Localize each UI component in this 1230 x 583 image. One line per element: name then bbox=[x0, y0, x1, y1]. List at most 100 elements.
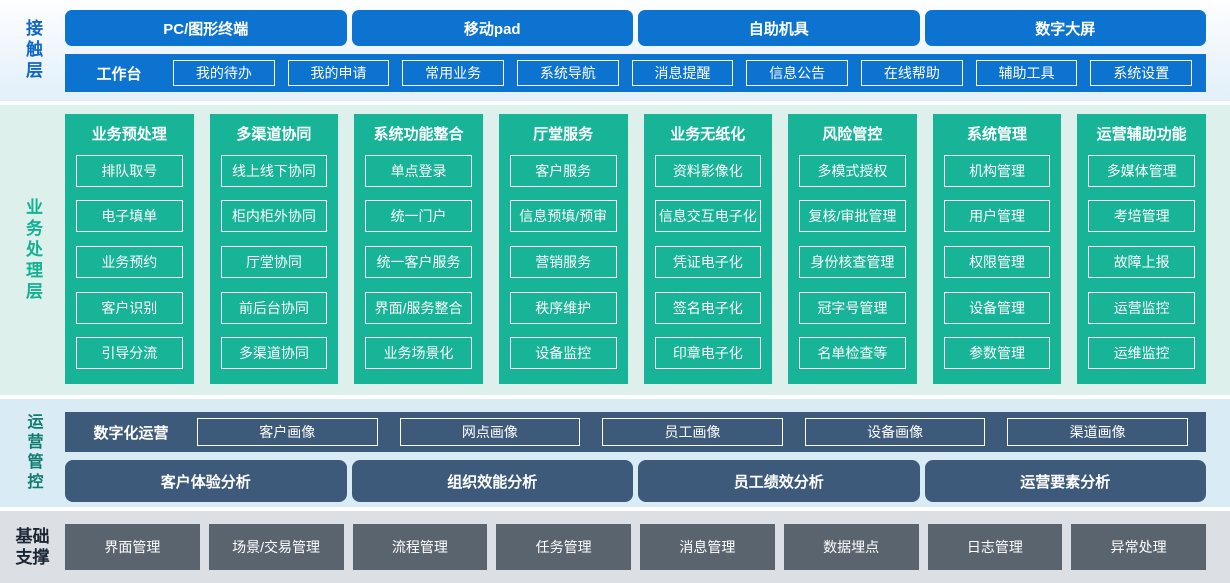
operations-band: 运营管控 数字化运营 客户画像 网点画像 员工画像 设备画像 渠道画像 客户体验… bbox=[0, 399, 1230, 507]
column-title: 多渠道协同 bbox=[236, 125, 312, 143]
ops-item-channel-portrait[interactable]: 渠道画像 bbox=[1007, 418, 1188, 446]
item-front-back-collab[interactable]: 前后台协同 bbox=[220, 291, 328, 324]
item-electronic-info-exchange[interactable]: 信息交互电子化 bbox=[654, 200, 762, 233]
foundation-label-area: 基础支撑 bbox=[0, 511, 65, 583]
analysis-org-effectiveness[interactable]: 组织效能分析 bbox=[351, 460, 633, 502]
item-document-imaging[interactable]: 资料影像化 bbox=[654, 154, 762, 187]
column-hall-service: 厅堂服务 客户服务 信息预填/预审 营销服务 秩序维护 设备监控 bbox=[498, 114, 628, 384]
column-title: 运营辅助功能 bbox=[1096, 125, 1187, 143]
item-serial-number-mgmt[interactable]: 冠字号管理 bbox=[799, 291, 906, 324]
foundation-message-mgmt[interactable]: 消息管理 bbox=[640, 524, 775, 570]
foundation-log-mgmt[interactable]: 日志管理 bbox=[927, 524, 1063, 570]
item-unified-portal[interactable]: 统一门户 bbox=[365, 200, 472, 233]
channel-digital-screen[interactable]: 数字大屏 bbox=[924, 10, 1206, 46]
item-device-monitoring[interactable]: 设备监控 bbox=[509, 337, 617, 370]
item-electronic-seal[interactable]: 印章电子化 bbox=[654, 337, 762, 370]
ops-item-device-portrait[interactable]: 设备画像 bbox=[804, 418, 986, 446]
item-customer-id[interactable]: 客户识别 bbox=[76, 291, 183, 324]
item-online-offline-collab[interactable]: 线上线下协同 bbox=[220, 154, 328, 187]
foundation-exception-handling[interactable]: 异常处理 bbox=[1071, 524, 1206, 570]
item-user-mgmt[interactable]: 用户管理 bbox=[943, 200, 1051, 233]
item-queue-ticket[interactable]: 排队取号 bbox=[76, 154, 183, 187]
business-layer-band: 业务处理层 业务预处理 排队取号 电子填单 业务预约 客户识别 引导分流 多渠道… bbox=[0, 105, 1230, 395]
contact-layer-label-area: 接触层 bbox=[0, 0, 65, 101]
workbench-item-common-business[interactable]: 常用业务 bbox=[402, 60, 505, 86]
analysis-operation-elements[interactable]: 运营要素分析 bbox=[924, 460, 1206, 502]
column-title: 系统功能整合 bbox=[373, 125, 464, 143]
item-org-mgmt[interactable]: 机构管理 bbox=[943, 154, 1051, 187]
item-multimedia-mgmt[interactable]: 多媒体管理 bbox=[1088, 154, 1195, 187]
business-layer-label-area: 业务处理层 bbox=[0, 105, 65, 395]
channel-mobile-pad[interactable]: 移动pad bbox=[351, 10, 633, 46]
foundation-process-mgmt[interactable]: 流程管理 bbox=[352, 524, 488, 570]
item-appointment[interactable]: 业务预约 bbox=[76, 245, 183, 279]
workbench-item-aux-tools[interactable]: 辅助工具 bbox=[975, 60, 1078, 86]
column-risk-control: 风险管控 多模式授权 复核/审批管理 身份核查管理 冠字号管理 名单检查等 bbox=[788, 114, 917, 384]
item-counter-collab[interactable]: 柜内柜外协同 bbox=[220, 200, 328, 233]
workbench-item-announcements[interactable]: 信息公告 bbox=[746, 60, 849, 86]
item-training-mgmt[interactable]: 考培管理 bbox=[1088, 200, 1195, 233]
business-columns: 业务预处理 排队取号 电子填单 业务预约 客户识别 引导分流 多渠道协同 线上线… bbox=[65, 105, 1206, 395]
foundation-ui-mgmt[interactable]: 界面管理 bbox=[65, 524, 200, 570]
item-e-form[interactable]: 电子填单 bbox=[76, 200, 183, 233]
foundation-data-tracking[interactable]: 数据埋点 bbox=[783, 524, 919, 570]
item-guided-diversion[interactable]: 引导分流 bbox=[76, 337, 183, 370]
column-multichannel-collab: 多渠道协同 线上线下协同 柜内柜外协同 厅堂协同 前后台协同 多渠道协同 bbox=[209, 114, 339, 384]
digital-ops-bar: 数字化运营 客户画像 网点画像 员工画像 设备画像 渠道画像 bbox=[65, 412, 1206, 452]
ops-item-branch-portrait[interactable]: 网点画像 bbox=[399, 418, 581, 446]
digital-ops-items: 客户画像 网点画像 员工画像 设备画像 渠道画像 bbox=[197, 418, 1188, 446]
foundation-band: 基础支撑 界面管理 场景/交易管理 流程管理 任务管理 消息管理 数据埋点 日志… bbox=[0, 511, 1230, 583]
item-fault-reporting[interactable]: 故障上报 bbox=[1088, 245, 1195, 279]
item-electronic-signature[interactable]: 签名电子化 bbox=[654, 291, 762, 324]
foundation-task-mgmt[interactable]: 任务管理 bbox=[496, 524, 631, 570]
item-identity-verification[interactable]: 身份核查管理 bbox=[799, 245, 906, 279]
item-customer-service[interactable]: 客户服务 bbox=[509, 154, 617, 187]
item-maintenance-monitoring[interactable]: 运维监控 bbox=[1088, 337, 1195, 370]
ops-item-customer-portrait[interactable]: 客户画像 bbox=[197, 418, 378, 446]
workbench-item-my-todo[interactable]: 我的待办 bbox=[173, 60, 275, 86]
item-marketing-service[interactable]: 营销服务 bbox=[509, 245, 617, 279]
item-operation-monitoring[interactable]: 运营监控 bbox=[1088, 291, 1195, 324]
column-ops-auxiliary: 运营辅助功能 多媒体管理 考培管理 故障上报 运营监控 运维监控 bbox=[1077, 114, 1206, 384]
column-title: 系统管理 bbox=[967, 125, 1028, 143]
workbench-item-message-alerts[interactable]: 消息提醒 bbox=[631, 60, 734, 86]
column-title: 厅堂服务 bbox=[533, 125, 594, 143]
column-system-integration: 系统功能整合 单点登录 统一门户 统一客户服务 界面/服务整合 业务场景化 bbox=[354, 114, 483, 384]
item-multimode-authorization[interactable]: 多模式授权 bbox=[799, 154, 906, 187]
workbench-items: 我的待办 我的申请 常用业务 系统导航 消息提醒 信息公告 在线帮助 辅助工具 … bbox=[173, 60, 1193, 86]
item-business-scenario[interactable]: 业务场景化 bbox=[365, 337, 472, 370]
item-hall-collab[interactable]: 厅堂协同 bbox=[220, 245, 328, 279]
item-info-prefill-preaudit[interactable]: 信息预填/预审 bbox=[509, 200, 617, 233]
analysis-row: 客户体验分析 组织效能分析 员工绩效分析 运营要素分析 bbox=[65, 460, 1206, 502]
workbench-item-system-nav[interactable]: 系统导航 bbox=[517, 60, 619, 86]
channel-self-service[interactable]: 自助机具 bbox=[638, 10, 920, 46]
contact-layer-label: 接触层 bbox=[23, 19, 42, 82]
column-paperless-business: 业务无纸化 资料影像化 信息交互电子化 凭证电子化 签名电子化 印章电子化 bbox=[643, 114, 773, 384]
workbench-item-system-settings[interactable]: 系统设置 bbox=[1090, 60, 1193, 86]
item-review-approval[interactable]: 复核/审批管理 bbox=[799, 200, 906, 233]
item-single-signon[interactable]: 单点登录 bbox=[365, 154, 472, 187]
ops-item-employee-portrait[interactable]: 员工画像 bbox=[602, 418, 783, 446]
item-ui-service-integration[interactable]: 界面/服务整合 bbox=[365, 291, 472, 324]
item-permission-mgmt[interactable]: 权限管理 bbox=[943, 245, 1051, 279]
analysis-employee-performance[interactable]: 员工绩效分析 bbox=[638, 460, 920, 502]
workbench-bar: 工作台 我的待办 我的申请 常用业务 系统导航 消息提醒 信息公告 在线帮助 辅… bbox=[65, 54, 1206, 92]
item-equipment-mgmt[interactable]: 设备管理 bbox=[943, 291, 1051, 324]
workbench-label: 工作台 bbox=[96, 65, 142, 83]
foundation-scenario-transaction-mgmt[interactable]: 场景/交易管理 bbox=[208, 524, 344, 570]
operations-label-area: 运营管控 bbox=[0, 399, 65, 507]
column-title: 风险管控 bbox=[822, 125, 883, 143]
item-electronic-voucher[interactable]: 凭证电子化 bbox=[654, 245, 762, 279]
business-layer-label: 业务处理层 bbox=[23, 197, 42, 303]
channel-pc-terminal[interactable]: PC/图形终端 bbox=[65, 10, 347, 46]
foundation-items: 界面管理 场景/交易管理 流程管理 任务管理 消息管理 数据埋点 日志管理 异常… bbox=[65, 524, 1206, 570]
item-unified-customer-service[interactable]: 统一客户服务 bbox=[365, 245, 472, 279]
channel-row: PC/图形终端 移动pad 自助机具 数字大屏 bbox=[65, 10, 1206, 46]
item-list-check[interactable]: 名单检查等 bbox=[799, 337, 906, 370]
workbench-item-my-applications[interactable]: 我的申请 bbox=[287, 60, 390, 86]
item-multichannel-collab[interactable]: 多渠道协同 bbox=[220, 337, 328, 370]
item-order-maintenance[interactable]: 秩序维护 bbox=[509, 291, 617, 324]
workbench-item-online-help[interactable]: 在线帮助 bbox=[861, 60, 963, 86]
item-parameter-mgmt[interactable]: 参数管理 bbox=[943, 337, 1051, 370]
analysis-customer-experience[interactable]: 客户体验分析 bbox=[65, 460, 347, 502]
